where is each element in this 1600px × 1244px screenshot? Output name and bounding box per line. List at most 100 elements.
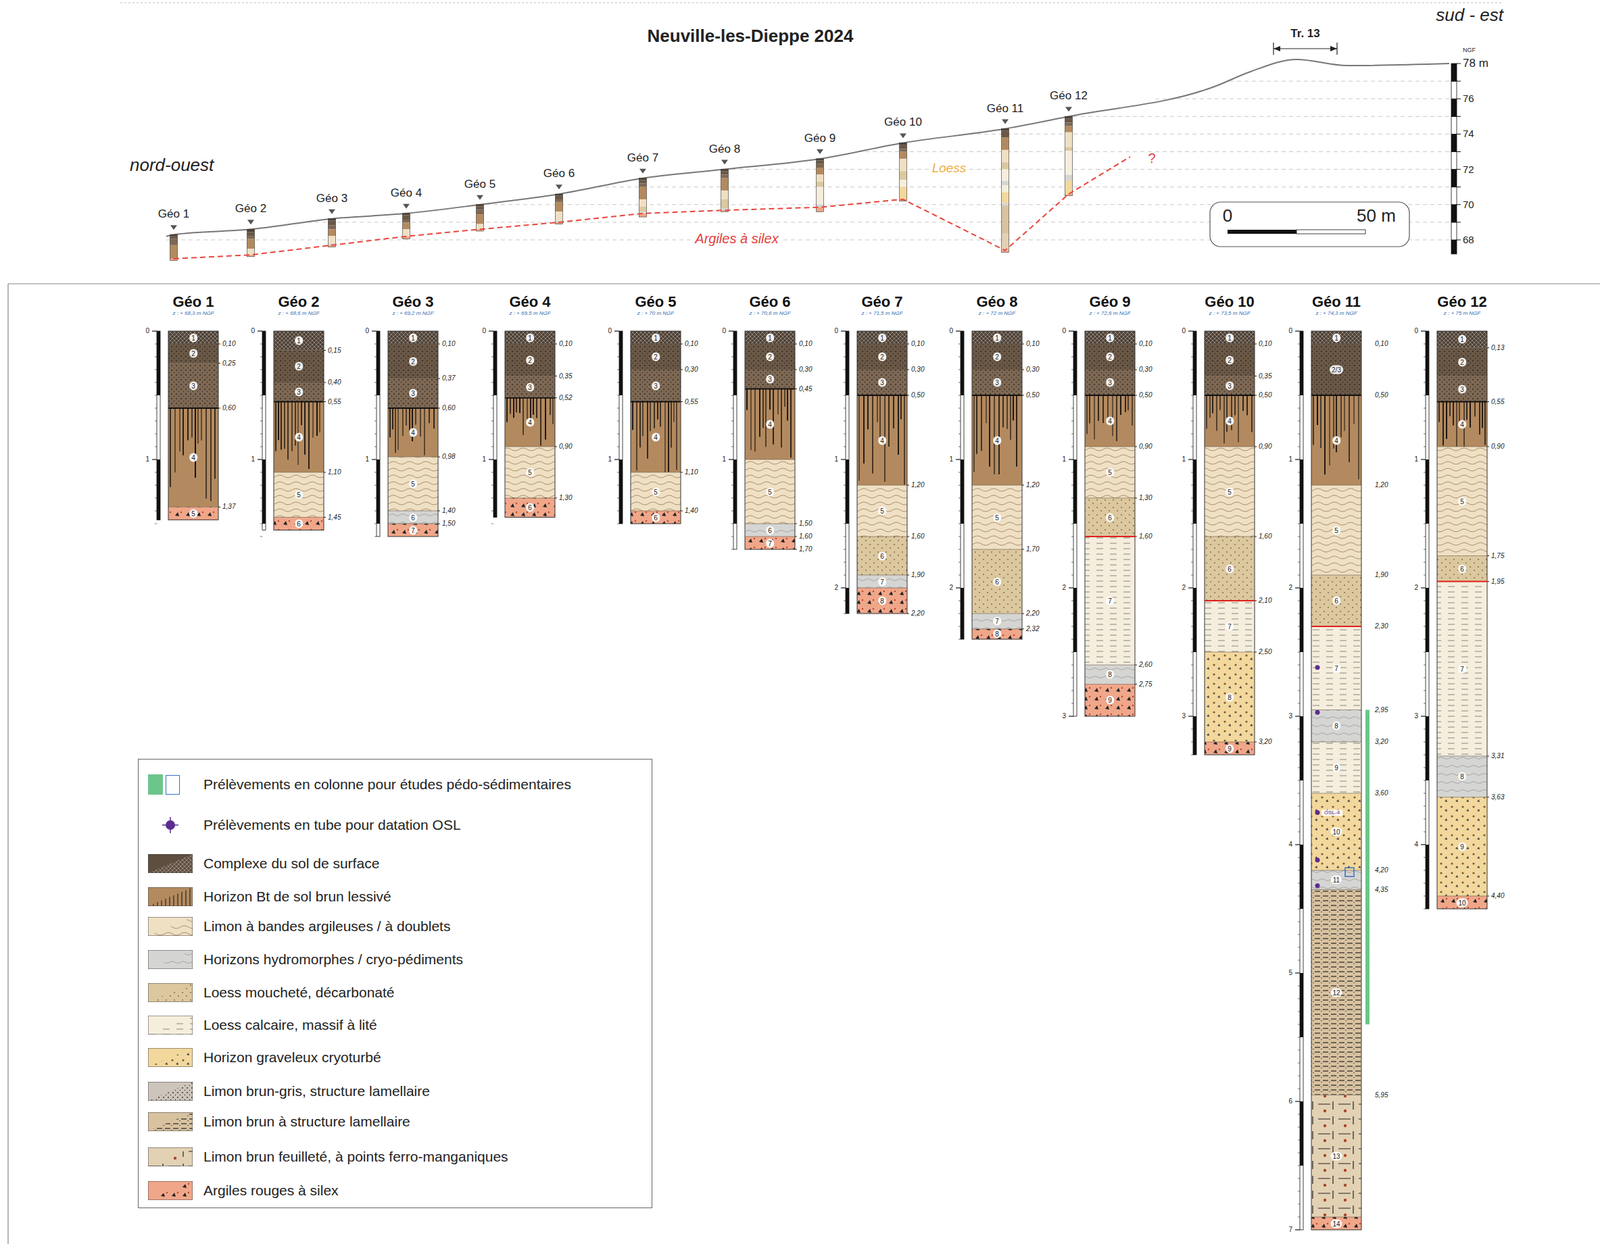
layer-boundary	[1084, 446, 1135, 448]
layer-number: 8	[1105, 670, 1114, 680]
ruler-tick	[1188, 330, 1194, 332]
ruler-tick	[958, 523, 961, 525]
root-trace	[772, 389, 774, 445]
depth-label: 0,10	[1138, 340, 1152, 349]
ruler-tick	[731, 472, 734, 474]
layer-boundary	[1084, 394, 1135, 397]
ruler-tick	[1071, 523, 1074, 525]
ruler-tick	[1191, 639, 1194, 641]
depth-tick	[1022, 628, 1025, 630]
soil-layer	[1437, 376, 1488, 403]
legend-text: Limon brun-gris, structure lamellaire	[203, 1083, 430, 1100]
profile-borehole	[402, 213, 411, 240]
ruler-tick	[1191, 408, 1194, 409]
depth-label: 0,30	[911, 365, 925, 374]
depth-tick	[323, 472, 326, 474]
root-trace	[1479, 402, 1481, 436]
ruler-segment	[1193, 459, 1197, 524]
root-trace	[428, 408, 430, 424]
layer-texture	[504, 446, 555, 499]
depth-ruler	[156, 331, 161, 520]
soil-layer	[816, 181, 824, 188]
layer-boundary	[1311, 709, 1362, 711]
ruler-tick	[1297, 677, 1300, 679]
layer-texture	[388, 456, 439, 512]
log-elevation: z : + 69,5 m NGF	[484, 310, 576, 318]
ruler-tick	[1420, 587, 1426, 589]
root-trace	[214, 408, 216, 479]
layer-texture	[1437, 756, 1488, 798]
ruler-tick	[843, 485, 846, 487]
legend-sample	[148, 886, 193, 908]
soil-layer	[168, 363, 219, 409]
layer-number: 9	[1225, 744, 1234, 754]
legend-row: Complexe du sol de surface	[148, 853, 380, 875]
layer-texture	[857, 536, 908, 576]
ruler-segment	[619, 459, 623, 524]
depth-tick	[554, 397, 557, 399]
stratigraphic-log	[1188, 331, 1255, 756]
ruler-tick	[1297, 703, 1300, 705]
layer-boundary	[1311, 1217, 1362, 1219]
layer-number: 4	[1458, 419, 1467, 429]
root-trace	[308, 402, 310, 470]
layer-texture	[744, 536, 795, 550]
legend-border	[148, 983, 193, 1003]
root-trace	[1484, 402, 1486, 446]
root-trace	[790, 389, 792, 459]
soil-layer	[402, 229, 411, 236]
layer-boundary	[168, 506, 219, 508]
axis-tick	[1456, 221, 1461, 223]
column-outline	[388, 331, 439, 537]
depth-label: 2,60	[1138, 661, 1152, 670]
layer-texture	[1311, 890, 1362, 1096]
ruler-tick	[491, 408, 494, 409]
legend-sample	[148, 1081, 193, 1102]
soil-layer	[744, 344, 795, 370]
ruler-tick	[1297, 382, 1300, 384]
depth-label: 0,13	[1491, 344, 1505, 353]
log-elevation: z : + 72 m NGF	[951, 310, 1043, 318]
ruler-tick	[1297, 1140, 1300, 1142]
erosion-line	[1084, 536, 1135, 538]
layer-number: 6	[1105, 513, 1114, 522]
legend-border	[148, 1112, 193, 1132]
layer-number: 6	[651, 513, 660, 522]
ruler-tick	[374, 356, 377, 358]
ruler-tick	[491, 498, 494, 499]
layer-boundary	[273, 401, 324, 403]
ruler-tick	[1191, 536, 1194, 538]
ruler-tick	[1297, 665, 1300, 666]
ruler-tick	[1297, 947, 1300, 949]
profile-borehole	[721, 169, 729, 213]
layer-texture	[1437, 896, 1488, 910]
ruler-tick	[731, 485, 734, 487]
root-trace	[871, 395, 873, 474]
depth-tick	[218, 362, 221, 364]
ruler-tick	[843, 600, 846, 602]
ruler-segment	[262, 331, 266, 396]
layer-texture	[1204, 376, 1255, 397]
layer-number: 2	[878, 352, 887, 362]
ruler-tick	[1191, 446, 1194, 448]
layer-boundary	[273, 472, 324, 474]
depth-tick	[1487, 755, 1490, 757]
layer-number: 4	[992, 435, 1002, 445]
trench-arrowheads	[1273, 45, 1338, 52]
root-trace	[1466, 402, 1468, 421]
ruler-tick	[1297, 1178, 1300, 1180]
ruler-tick	[154, 356, 157, 358]
ruler-tick	[1297, 1063, 1300, 1064]
soil-layer	[504, 376, 555, 399]
depth-tick	[438, 378, 441, 380]
layer-texture	[972, 629, 1023, 640]
layer-boundary	[1437, 446, 1488, 448]
legend-text: Complexe du sol de surface	[203, 855, 380, 872]
soil-layer	[630, 472, 681, 512]
layer-number: 5	[765, 487, 774, 497]
ruler-tick	[1297, 1114, 1300, 1116]
borehole-marker	[639, 168, 647, 174]
ruler-tick	[260, 498, 263, 499]
ruler-tick	[154, 344, 157, 345]
ruler-tick	[491, 356, 494, 358]
